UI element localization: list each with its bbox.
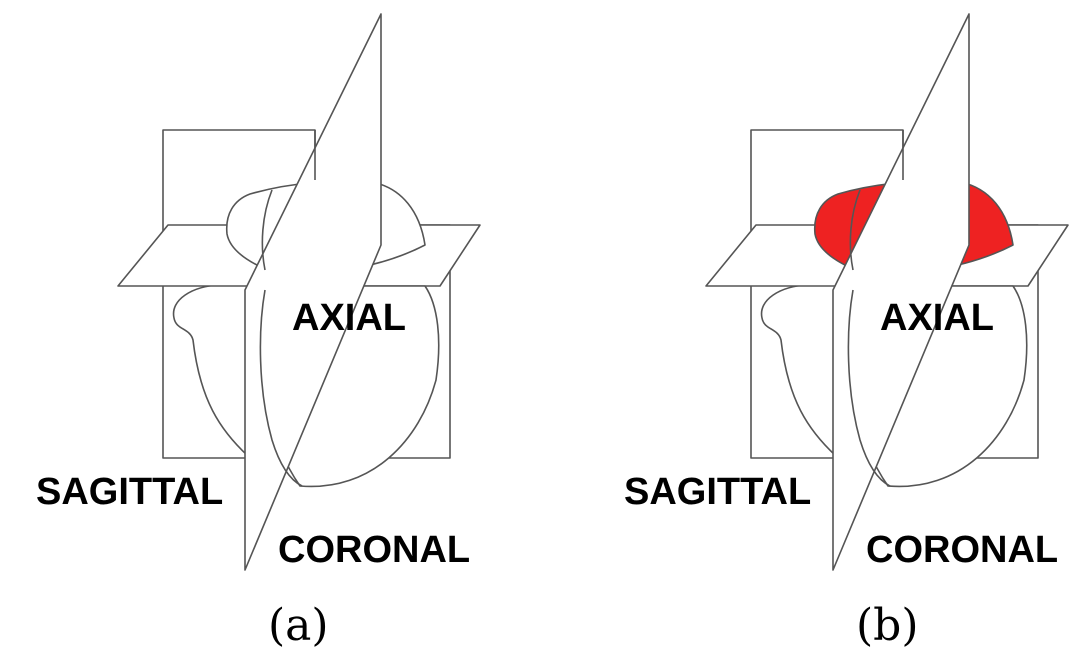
coronal-plane (832, 13, 970, 571)
sagittal-label: SAGITTAL (624, 471, 811, 513)
sagittal-label: SAGITTAL (36, 471, 223, 513)
coronal-label: CORONAL (866, 529, 1058, 571)
coronal-section-outline (259, 189, 303, 487)
axial-label: AXIAL (292, 297, 406, 339)
coronal-label: CORONAL (278, 529, 470, 571)
brain-planes-diagram: AXIAL SAGITTAL CORONAL (36, 13, 481, 571)
coronal-plane (244, 13, 382, 571)
head-profile-outline (172, 284, 249, 457)
head-profile-outline (760, 284, 837, 457)
diagram-panel-a: AXIAL SAGITTAL CORONAL (a) (36, 13, 481, 651)
panel-caption-a: (a) (268, 600, 329, 651)
axial-label: AXIAL (880, 297, 994, 339)
brain-planes-diagram: AXIAL SAGITTAL CORONAL (624, 13, 1069, 571)
diagram-panel-b: AXIAL SAGITTAL CORONAL (b) (624, 13, 1069, 651)
panel-caption-b: (b) (856, 600, 919, 651)
coronal-section-outline (847, 189, 891, 487)
